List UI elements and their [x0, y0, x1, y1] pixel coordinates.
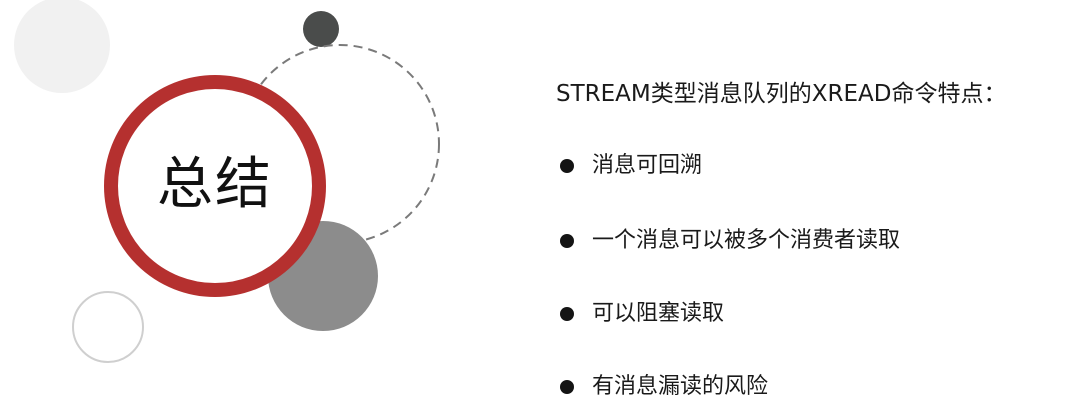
list-item-label: 可以阻塞读取 — [592, 301, 725, 326]
bullet-icon — [560, 307, 574, 321]
list-item: 有消息漏读的风险 — [556, 371, 768, 403]
xread-heading: STREAM类型消息队列的XREAD命令特点： — [556, 81, 1007, 107]
content-panel: STREAM类型消息队列的XREAD命令特点： 消息可回溯 一个消息可以被多个消… — [556, 76, 1066, 399]
bullet-icon — [560, 159, 574, 173]
summary-title: 总结 — [157, 152, 273, 217]
list-item-label: 消息可回溯 — [592, 153, 703, 178]
list-item: 消息可回溯 — [556, 150, 702, 182]
list-item: 一个消息可以被多个消费者读取 — [556, 225, 900, 257]
list-item-label: 有消息漏读的风险 — [592, 374, 769, 399]
list-item-label: 一个消息可以被多个消费者读取 — [592, 228, 901, 253]
light-gray-circle — [14, 0, 110, 93]
list-item: 可以阻塞读取 — [556, 298, 724, 330]
dark-small-circle — [303, 11, 339, 47]
bullet-icon — [560, 234, 574, 248]
summary-ring — [104, 75, 326, 297]
bullet-icon — [560, 380, 574, 394]
outline-small-circle — [72, 291, 144, 363]
